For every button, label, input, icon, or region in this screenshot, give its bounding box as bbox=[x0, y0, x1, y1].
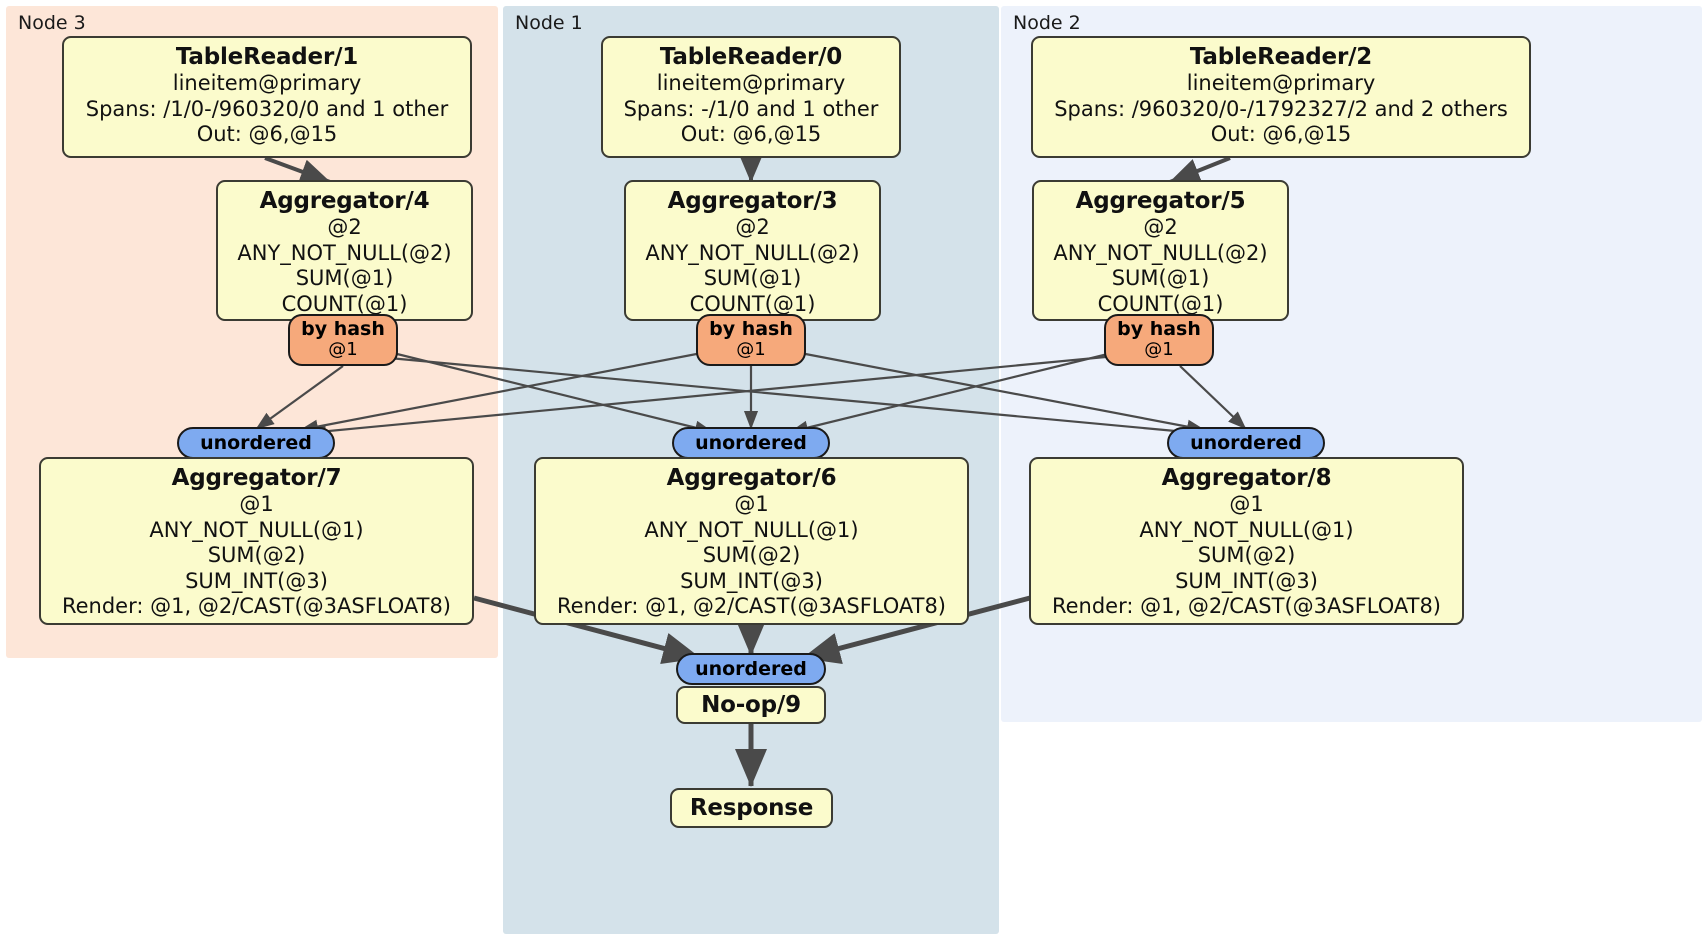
processor-line: @2 bbox=[1143, 215, 1178, 240]
processor-line: @1 bbox=[734, 492, 769, 517]
router-by-hash-right[interactable]: by hash @1 bbox=[1104, 314, 1214, 366]
synchronizer-unordered-mid[interactable]: unordered bbox=[672, 427, 830, 459]
processor-aggregator-5[interactable]: Aggregator/5 @2 ANY_NOT_NULL(@2) SUM(@1)… bbox=[1032, 180, 1289, 321]
processor-response[interactable]: Response bbox=[670, 788, 833, 828]
processor-line: lineitem@primary bbox=[1186, 71, 1376, 96]
processor-line: @2 bbox=[327, 215, 362, 240]
router-by-hash-left[interactable]: by hash @1 bbox=[288, 314, 398, 366]
synchronizer-label: unordered bbox=[1190, 432, 1302, 454]
processor-table-reader-1[interactable]: TableReader/1 lineitem@primary Spans: /1… bbox=[62, 36, 472, 158]
processor-aggregator-6[interactable]: Aggregator/6 @1 ANY_NOT_NULL(@1) SUM(@2)… bbox=[534, 457, 969, 625]
processor-line: Spans: /960320/0-/1792327/2 and 2 others bbox=[1054, 96, 1508, 121]
node-panel-label-node2: Node 2 bbox=[1013, 12, 1081, 34]
processor-line: Render: @1, @2/CAST(@3ASFLOAT8) bbox=[1051, 594, 1442, 619]
synchronizer-label: unordered bbox=[695, 658, 807, 680]
processor-line: COUNT(@1) bbox=[689, 291, 816, 316]
synchronizer-unordered-left[interactable]: unordered bbox=[177, 427, 335, 459]
processor-title: Aggregator/7 bbox=[171, 465, 342, 491]
synchronizer-unordered-right[interactable]: unordered bbox=[1167, 427, 1325, 459]
processor-title: Aggregator/3 bbox=[667, 188, 838, 214]
processor-line: SUM_INT(@3) bbox=[185, 568, 328, 593]
processor-line: SUM(@2) bbox=[207, 543, 306, 568]
processor-title: Response bbox=[689, 795, 814, 821]
processor-line: Render: @1, @2/CAST(@3ASFLOAT8) bbox=[556, 594, 947, 619]
router-label: by hash bbox=[301, 318, 385, 340]
processor-line: @1 bbox=[239, 492, 274, 517]
processor-line: ANY_NOT_NULL(@1) bbox=[149, 517, 364, 542]
processor-line: SUM(@2) bbox=[1197, 543, 1296, 568]
processor-line: lineitem@primary bbox=[656, 71, 846, 96]
processor-aggregator-3[interactable]: Aggregator/3 @2 ANY_NOT_NULL(@2) SUM(@1)… bbox=[624, 180, 881, 321]
processor-aggregator-7[interactable]: Aggregator/7 @1 ANY_NOT_NULL(@1) SUM(@2)… bbox=[39, 457, 474, 625]
processor-line: ANY_NOT_NULL(@1) bbox=[644, 517, 859, 542]
processor-title: Aggregator/8 bbox=[1161, 465, 1332, 491]
synchronizer-label: unordered bbox=[695, 432, 807, 454]
processor-line: ANY_NOT_NULL(@1) bbox=[1139, 517, 1354, 542]
processor-line: SUM_INT(@3) bbox=[1175, 568, 1318, 593]
processor-aggregator-4[interactable]: Aggregator/4 @2 ANY_NOT_NULL(@2) SUM(@1)… bbox=[216, 180, 473, 321]
processor-noop-9[interactable]: No-op/9 bbox=[676, 686, 826, 724]
processor-title: TableReader/2 bbox=[1189, 44, 1373, 70]
processor-line: ANY_NOT_NULL(@2) bbox=[237, 240, 452, 265]
processor-line: Out: @6,@15 bbox=[196, 122, 338, 147]
processor-line: SUM_INT(@3) bbox=[680, 568, 823, 593]
node-panel-label-node3: Node 3 bbox=[18, 12, 86, 34]
processor-line: SUM(@1) bbox=[295, 266, 394, 291]
synchronizer-label: unordered bbox=[200, 432, 312, 454]
processor-line: SUM(@1) bbox=[1111, 266, 1210, 291]
router-label: by hash bbox=[1117, 318, 1201, 340]
router-column: @1 bbox=[1144, 338, 1174, 360]
processor-line: SUM(@1) bbox=[703, 266, 802, 291]
processor-title: TableReader/0 bbox=[659, 44, 843, 70]
router-label: by hash bbox=[709, 318, 793, 340]
processor-line: ANY_NOT_NULL(@2) bbox=[645, 240, 860, 265]
processor-line: COUNT(@1) bbox=[1097, 291, 1224, 316]
processor-line: Out: @6,@15 bbox=[1210, 122, 1352, 147]
processor-aggregator-8[interactable]: Aggregator/8 @1 ANY_NOT_NULL(@1) SUM(@2)… bbox=[1029, 457, 1464, 625]
processor-table-reader-2[interactable]: TableReader/2 lineitem@primary Spans: /9… bbox=[1031, 36, 1531, 158]
processor-line: Render: @1, @2/CAST(@3ASFLOAT8) bbox=[61, 594, 452, 619]
processor-line: COUNT(@1) bbox=[281, 291, 408, 316]
processor-line: @1 bbox=[1229, 492, 1264, 517]
processor-line: lineitem@primary bbox=[172, 71, 362, 96]
processor-line: Spans: -/1/0 and 1 other bbox=[623, 96, 879, 121]
processor-line: @2 bbox=[735, 215, 770, 240]
processor-line: ANY_NOT_NULL(@2) bbox=[1053, 240, 1268, 265]
processor-line: SUM(@2) bbox=[702, 543, 801, 568]
router-column: @1 bbox=[736, 338, 766, 360]
processor-title: Aggregator/5 bbox=[1075, 188, 1246, 214]
processor-title: TableReader/1 bbox=[175, 44, 359, 70]
processor-title: Aggregator/6 bbox=[666, 465, 837, 491]
processor-title: Aggregator/4 bbox=[259, 188, 430, 214]
synchronizer-unordered-final[interactable]: unordered bbox=[676, 653, 826, 685]
router-by-hash-mid[interactable]: by hash @1 bbox=[696, 314, 806, 366]
node-panel-label-node1: Node 1 bbox=[515, 12, 583, 34]
processor-line: Out: @6,@15 bbox=[680, 122, 822, 147]
router-column: @1 bbox=[328, 338, 358, 360]
processor-line: Spans: /1/0-/960320/0 and 1 other bbox=[85, 96, 449, 121]
processor-title: No-op/9 bbox=[701, 692, 801, 718]
processor-table-reader-0[interactable]: TableReader/0 lineitem@primary Spans: -/… bbox=[601, 36, 901, 158]
